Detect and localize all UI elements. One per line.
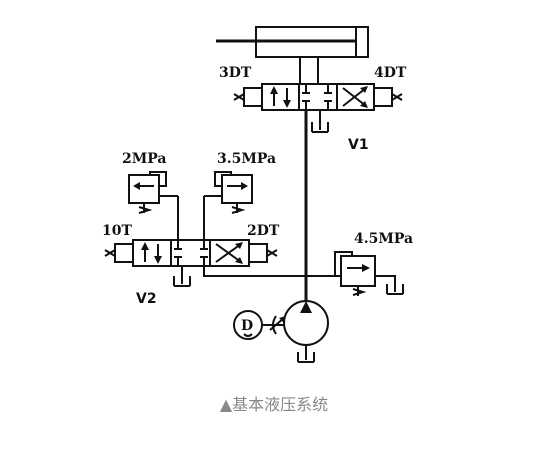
hydraulic-pump	[283, 300, 329, 363]
motor-label: D	[241, 318, 253, 334]
label-1dt: 10T	[102, 223, 132, 239]
hydraulic-cylinder	[216, 26, 369, 84]
relief-valve-4-5mpa	[306, 251, 404, 296]
label-2dt: 2DT	[247, 223, 280, 239]
figure-caption: ▲基本液压系统	[219, 395, 329, 414]
electric-motor: D	[233, 310, 286, 340]
label-3dt: 3DT	[219, 65, 252, 81]
label-v1: V1	[348, 137, 369, 153]
label-v2: V2	[136, 291, 157, 307]
relief-valve-3-5mpa	[203, 171, 253, 240]
label-4-5mpa: 4.5MPa	[354, 231, 413, 247]
valve-v2	[104, 239, 306, 287]
relief-valve-2mpa	[128, 171, 179, 240]
valve-v1	[233, 83, 403, 133]
label-2mpa: 2MPa	[122, 151, 166, 167]
label-3-5mpa: 3.5MPa	[217, 151, 276, 167]
label-4dt: 4DT	[374, 65, 407, 81]
